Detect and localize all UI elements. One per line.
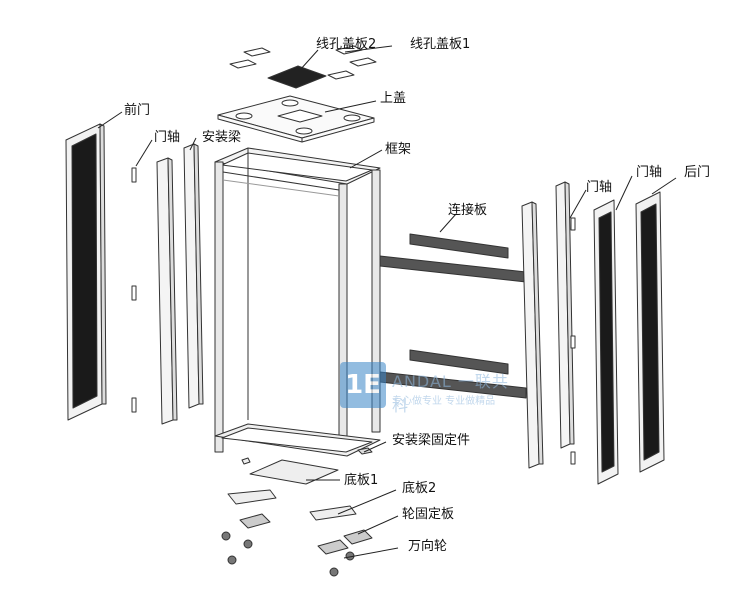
right-hinge-column-1 — [521, 201, 544, 469]
label-wheel-fixing-plate: 轮固定板 — [402, 507, 455, 522]
label-bottom-plate-1: 底板1 — [344, 473, 379, 488]
watermark-brand-text: ANDAL 一联共科 — [392, 372, 509, 415]
label-bottom-plate-2: 底板2 — [402, 481, 437, 496]
frame — [214, 147, 381, 457]
label-cable-cover-1: 线孔盖板1 — [410, 37, 471, 52]
left-door-hinges — [131, 167, 137, 413]
mounting-beam — [183, 143, 204, 409]
label-door-hinge-right-1: 门轴 — [586, 180, 613, 195]
label-top-cover: 上盖 — [380, 91, 407, 106]
top-cover — [217, 95, 375, 143]
label-mounting-beam: 安装梁 — [202, 130, 242, 145]
watermark-slogan-text: 专心做专业 专业做精品 — [392, 396, 496, 407]
right-hinge-column-2 — [555, 181, 575, 449]
left-hinge-column — [156, 157, 178, 425]
label-door-hinge-left: 门轴 — [154, 130, 181, 145]
bottom-plate-2 — [227, 489, 357, 521]
wheel-fixing-plates — [239, 513, 373, 555]
label-beam-fixing-part: 安装梁固定件 — [392, 433, 471, 448]
rear-door-left — [593, 199, 619, 485]
label-frame: 框架 — [385, 142, 412, 157]
label-caster: 万向轮 — [408, 539, 448, 554]
label-cable-cover-2: 线孔盖板2 — [316, 37, 377, 52]
front-door — [65, 123, 107, 421]
watermark: 1E ANDAL 一联共科 专心做专业 专业做精品 — [340, 362, 520, 415]
label-connecting-plate: 连接板 — [448, 203, 488, 218]
watermark-logo: 1E — [340, 362, 386, 408]
connecting-plates — [379, 233, 527, 399]
cable-cover-2 — [267, 65, 327, 89]
casters — [221, 531, 355, 577]
leader-lines — [97, 45, 677, 559]
label-door-hinge-right-2: 门轴 — [636, 165, 663, 180]
label-rear-door: 后门 — [684, 165, 711, 180]
rear-door — [635, 191, 665, 473]
bottom-plate-1 — [241, 457, 339, 485]
label-front-door: 前门 — [124, 103, 151, 118]
right-door-hinges — [570, 217, 576, 465]
